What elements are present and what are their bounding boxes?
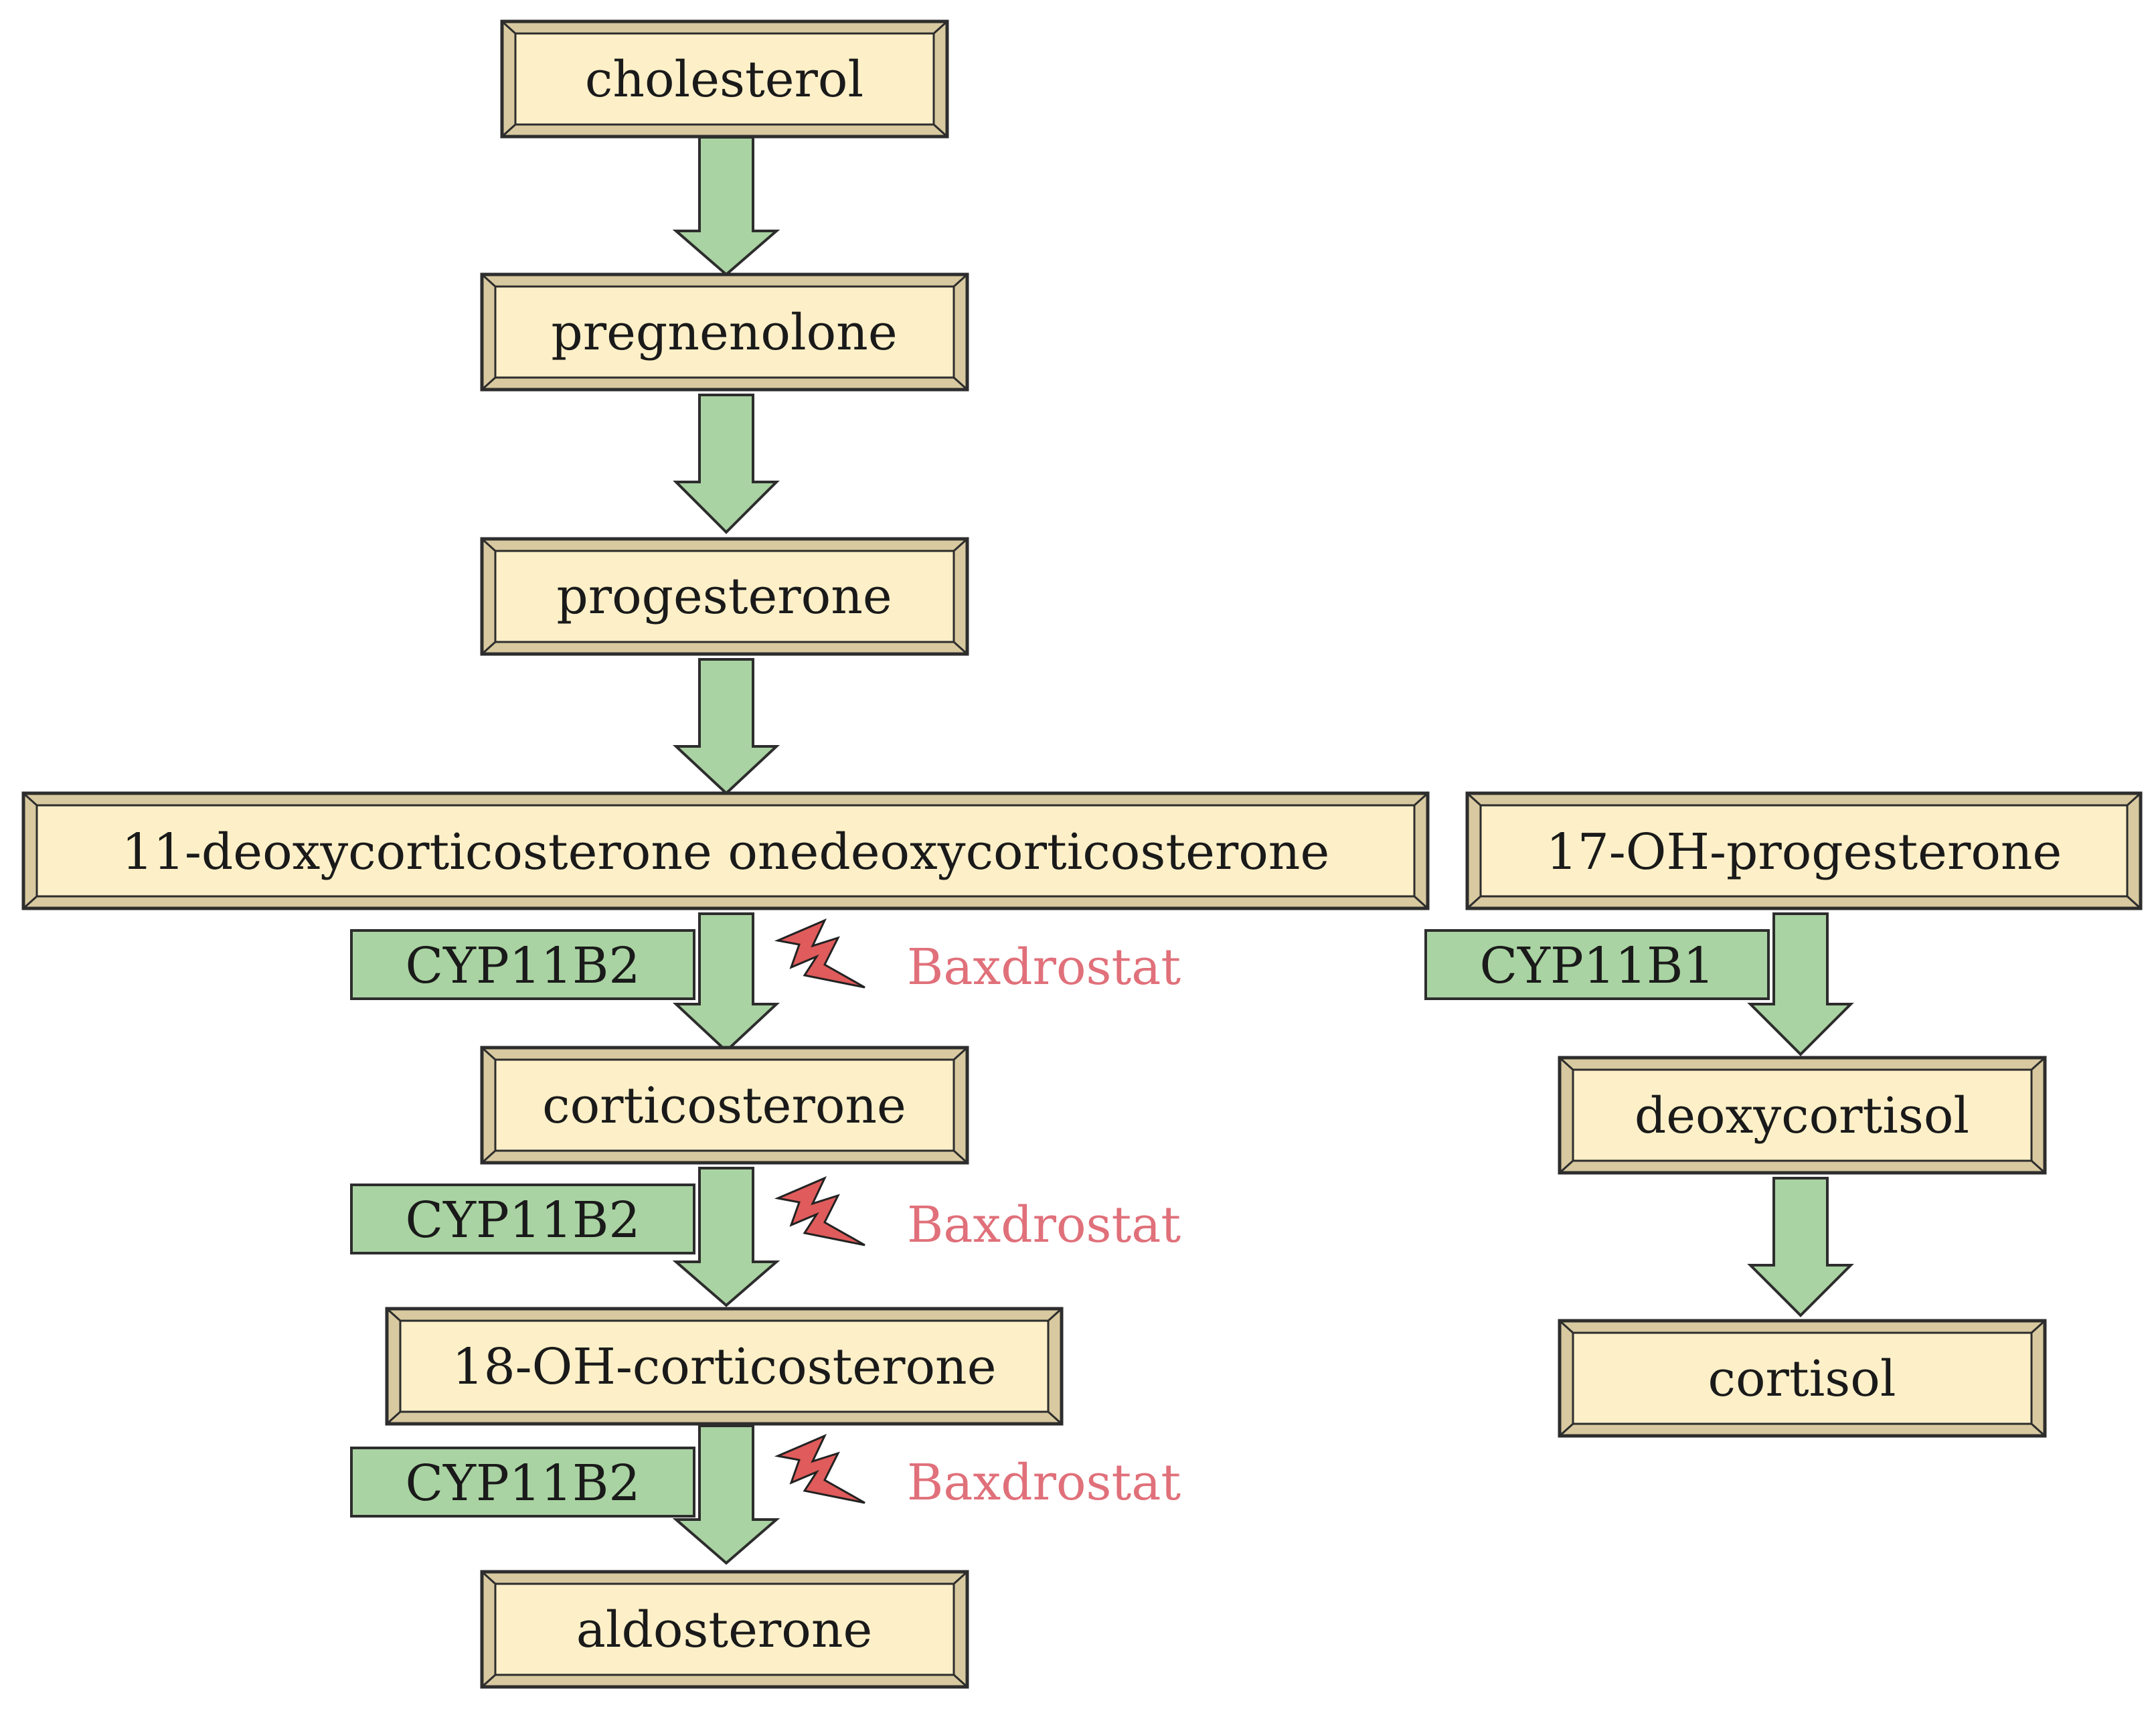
enzyme-label: CYP11B2 — [406, 937, 641, 995]
enzyme-label: CYP11B2 — [406, 1192, 641, 1249]
enzyme-cyp11b2-step3: CYP11B2 — [350, 1447, 695, 1518]
node-label: corticosterone — [542, 1077, 906, 1135]
node-label: aldosterone — [576, 1601, 873, 1659]
node-label: deoxycortisol — [1635, 1087, 1969, 1145]
node-corticosterone: corticosterone — [480, 1046, 969, 1165]
enzyme-cyp11b1: CYP11B1 — [1424, 929, 1770, 1000]
node-deoxycorticosterone: 11-deoxycorticosterone onedeoxycorticost… — [21, 791, 1430, 910]
inhibitor-label: Baxdrostat — [907, 1454, 1181, 1512]
inhibitor-label: Baxdrostat — [907, 939, 1181, 996]
node-progesterone: progesterone — [480, 537, 969, 656]
node-pregnenolone: pregnenolone — [480, 272, 969, 392]
arrow-corticosterone-to-18oh-corticosterone — [672, 1167, 780, 1307]
node-cortisol: cortisol — [1558, 1319, 2047, 1438]
node-label: 18-OH-corticosterone — [452, 1338, 996, 1396]
node-label: cortisol — [1708, 1350, 1896, 1408]
node-label: progesterone — [556, 568, 892, 625]
arrow-18oh-corticosterone-to-aldosterone — [672, 1424, 780, 1565]
inhibitor-label: Baxdrostat — [907, 1196, 1181, 1254]
arrow-pregnenolone-to-progesterone — [673, 394, 780, 534]
arrow-cholesterol-to-pregnenolone — [672, 136, 780, 276]
lightning-bolt-icon — [776, 1177, 866, 1246]
node-deoxycortisol: deoxycortisol — [1558, 1056, 2047, 1175]
arrow-progesterone-to-deoxycorticosterone — [672, 658, 780, 795]
node-cholesterol: cholesterol — [500, 19, 949, 139]
lightning-bolt-icon — [776, 919, 866, 989]
arrow-deoxycortisol-to-cortisol — [1747, 1177, 1854, 1317]
enzyme-cyp11b2-step2: CYP11B2 — [350, 1184, 695, 1254]
enzyme-cyp11b2-step1: CYP11B2 — [350, 929, 695, 1000]
node-18oh-corticosterone: 18-OH-corticosterone — [385, 1307, 1064, 1426]
node-label: 17-OH-progesterone — [1546, 823, 2062, 881]
node-label: cholesterol — [585, 51, 863, 108]
arrow-17oh-progesterone-to-deoxycortisol — [1747, 912, 1854, 1056]
node-aldosterone: aldosterone — [480, 1570, 969, 1689]
node-label: pregnenolone — [551, 304, 897, 361]
arrow-deoxycorticosterone-to-corticosterone — [672, 912, 780, 1053]
enzyme-label: CYP11B1 — [1480, 937, 1715, 995]
lightning-bolt-icon — [776, 1435, 866, 1504]
node-17oh-progesterone: 17-OH-progesterone — [1465, 791, 2143, 910]
node-label: 11-deoxycorticosterone onedeoxycorticost… — [122, 823, 1330, 881]
enzyme-label: CYP11B2 — [406, 1455, 641, 1512]
